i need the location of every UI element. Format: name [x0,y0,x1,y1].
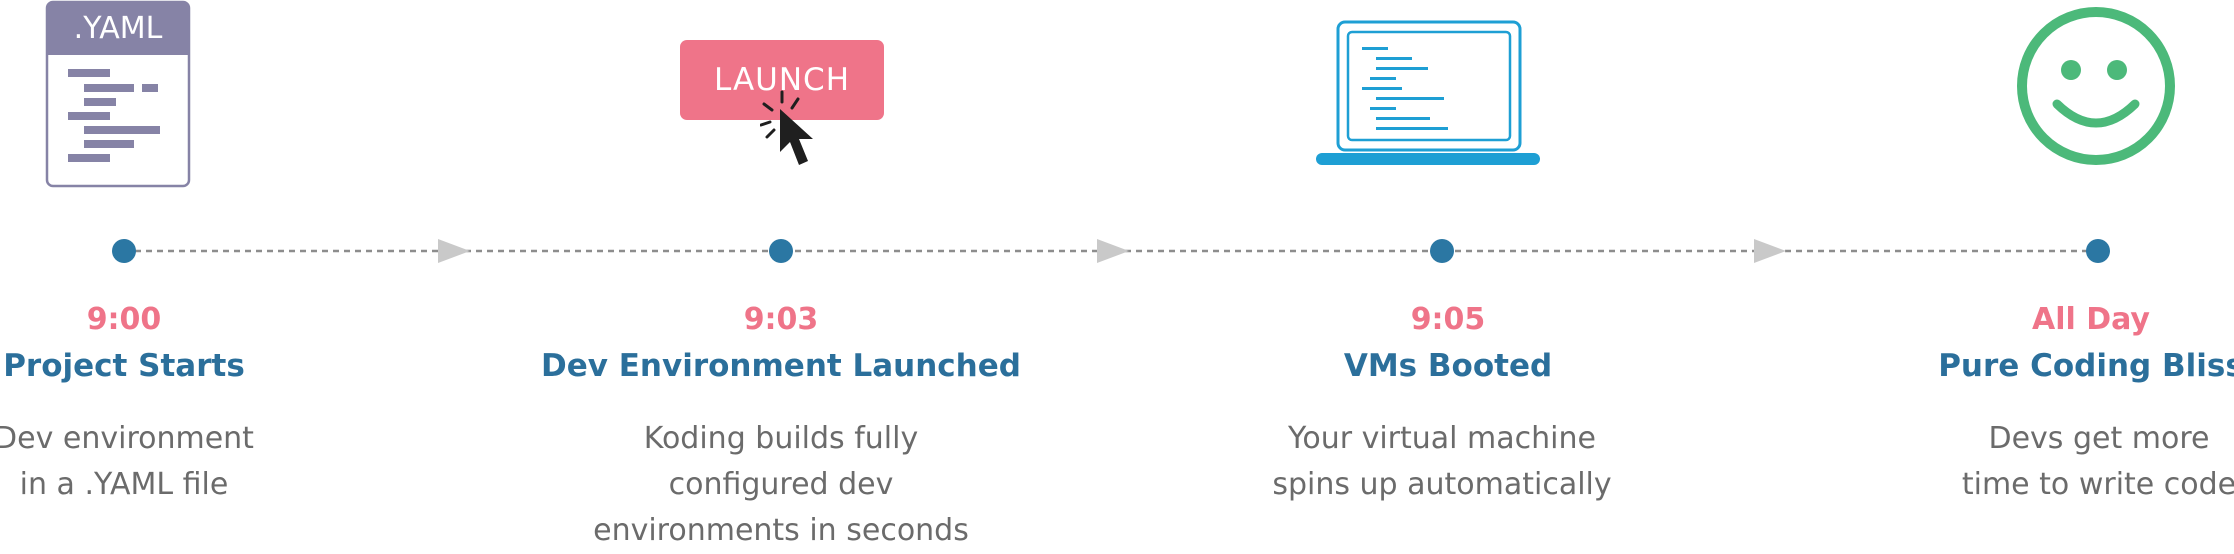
stage-1-desc-line-2: in a .YAML file [19,467,229,502]
stage-3-desc-line-1: Your virtual machine [1288,421,1596,456]
timeline-dot-4 [2086,239,2110,263]
stage-1-description: Dev environment in a .YAML file [0,416,404,508]
timeline-arrow-2 [1097,239,1129,263]
stage-1-time: 9:00 [86,302,162,337]
timeline-arrow-1 [438,239,470,263]
stage-2-desc-line-1: Koding builds fully [643,421,919,456]
stage-2-title: Dev Environment Launched [541,348,1021,384]
stage-4-time: All Day [2031,302,2150,337]
stage-1-desc-line-1: Dev environment [0,421,254,456]
stage-3-desc-line-2: spins up automatically [1272,467,1612,502]
yaml-file-label: .YAML [73,11,163,46]
stage-4-desc-line-2: time to write code [1961,467,2234,502]
stage-2-desc-line-2: configured dev [668,467,894,502]
smiley-face-icon [2017,7,2175,165]
stage-4-title: Pure Coding Bliss [1938,348,2234,384]
launch-button[interactable]: LAUNCH [680,40,884,120]
stage-4-description: Devs get more time to write code [1819,416,2234,508]
stage-2-time: 9:03 [743,302,819,337]
stage-3-title: VMs Booted [1343,348,1553,384]
yaml-file-icon [45,0,191,188]
stage-2-desc-line-3: environments in seconds [593,513,969,548]
stage-3-time: 9:05 [1410,302,1486,337]
cursor-click-icon [760,90,813,165]
timeline-dot-2 [769,239,793,263]
stage-4-desc-line-1: Devs get more [1988,421,2210,456]
stage-3-description: Your virtual machine spins up automatica… [1162,416,1722,508]
laptop-code-icon [1316,20,1540,165]
stage-1-title: Project Starts [3,348,245,384]
timeline-arrow-3 [1754,239,1786,263]
stage-2-description: Koding builds fully configured dev envir… [501,416,1061,554]
timeline-dot-3 [1430,239,1454,263]
timeline-dot-1 [112,239,136,263]
